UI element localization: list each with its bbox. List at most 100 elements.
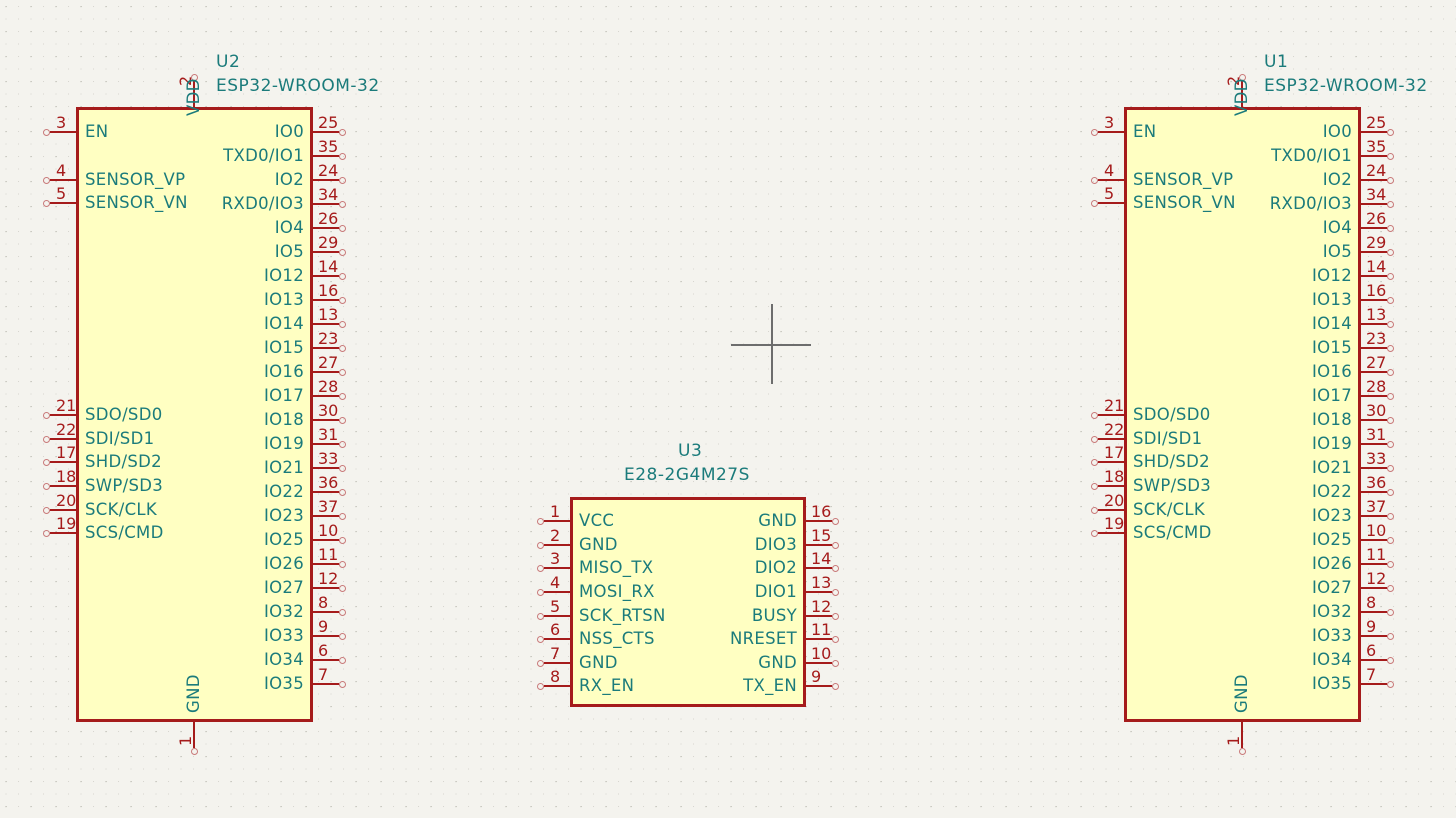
pin-endpoint[interactable]: [339, 176, 346, 184]
pin-endpoint[interactable]: [43, 529, 50, 537]
pin-endpoint[interactable]: [1387, 584, 1394, 592]
pin-endpoint[interactable]: [43, 506, 50, 514]
pin-endpoint[interactable]: [1387, 512, 1394, 520]
pin-endpoint[interactable]: [1387, 200, 1394, 208]
pin-endpoint[interactable]: [537, 659, 544, 667]
pin-endpoint[interactable]: [1091, 128, 1098, 136]
pin-endpoint[interactable]: [43, 482, 50, 490]
pin-endpoint[interactable]: [832, 588, 839, 596]
pin-endpoint[interactable]: [832, 612, 839, 620]
pin-endpoint[interactable]: [1091, 199, 1098, 207]
pin-endpoint[interactable]: [339, 464, 346, 472]
pin-endpoint[interactable]: [339, 536, 346, 544]
pin-endpoint[interactable]: [1387, 152, 1394, 160]
pin-endpoint[interactable]: [1387, 320, 1394, 328]
pin-wire: [1098, 438, 1124, 440]
pin-endpoint[interactable]: [832, 682, 839, 690]
pin-endpoint[interactable]: [1091, 529, 1098, 537]
pin-endpoint[interactable]: [1387, 632, 1394, 640]
pin-endpoint[interactable]: [339, 368, 346, 376]
pin-endpoint[interactable]: [339, 656, 346, 664]
pin-number: 12: [811, 597, 832, 616]
pin-endpoint[interactable]: [1387, 416, 1394, 424]
pin-endpoint[interactable]: [43, 176, 50, 184]
pin-endpoint[interactable]: [339, 560, 346, 568]
component-body-u2[interactable]: [76, 107, 313, 722]
pin-endpoint[interactable]: [43, 199, 50, 207]
pin-endpoint[interactable]: [339, 680, 346, 688]
pin-endpoint[interactable]: [1387, 176, 1394, 184]
pin-number: 21: [1104, 396, 1125, 415]
pin-endpoint[interactable]: [1387, 224, 1394, 232]
pin-endpoint[interactable]: [1387, 536, 1394, 544]
pin-label: IO26: [1311, 554, 1352, 573]
pin-endpoint[interactable]: [537, 541, 544, 549]
pin-endpoint[interactable]: [190, 74, 198, 81]
pin-endpoint[interactable]: [339, 512, 346, 520]
pin-wire: [1361, 539, 1387, 541]
pin-endpoint[interactable]: [43, 128, 50, 136]
pin-endpoint[interactable]: [43, 458, 50, 466]
pin-endpoint[interactable]: [339, 248, 346, 256]
pin-endpoint[interactable]: [1387, 440, 1394, 448]
pin-endpoint[interactable]: [832, 659, 839, 667]
component-body-u3[interactable]: [570, 497, 806, 707]
pin-endpoint[interactable]: [1387, 272, 1394, 280]
pin-number: 3: [550, 549, 561, 568]
component-body-u1[interactable]: [1124, 107, 1361, 722]
pin-endpoint[interactable]: [339, 152, 346, 160]
pin-endpoint[interactable]: [339, 272, 346, 280]
pin-endpoint[interactable]: [339, 320, 346, 328]
pin-endpoint[interactable]: [1387, 656, 1394, 664]
pin-endpoint[interactable]: [1238, 748, 1246, 755]
pin-endpoint[interactable]: [1387, 560, 1394, 568]
pin-endpoint[interactable]: [339, 224, 346, 232]
pin-endpoint[interactable]: [1238, 74, 1246, 81]
pin-endpoint[interactable]: [1387, 608, 1394, 616]
pin-endpoint[interactable]: [339, 416, 346, 424]
pin-endpoint[interactable]: [537, 564, 544, 572]
pin-endpoint[interactable]: [832, 564, 839, 572]
pin-endpoint[interactable]: [1091, 411, 1098, 419]
pin-endpoint[interactable]: [537, 612, 544, 620]
pin-endpoint[interactable]: [537, 517, 544, 525]
pin-endpoint[interactable]: [1091, 506, 1098, 514]
pin-endpoint[interactable]: [339, 392, 346, 400]
pin-endpoint[interactable]: [1091, 458, 1098, 466]
pin-endpoint[interactable]: [339, 200, 346, 208]
pin-endpoint[interactable]: [832, 635, 839, 643]
pin-endpoint[interactable]: [1091, 435, 1098, 443]
pin-endpoint[interactable]: [537, 682, 544, 690]
pin-endpoint[interactable]: [1091, 482, 1098, 490]
pin-endpoint[interactable]: [1387, 464, 1394, 472]
pin-endpoint[interactable]: [339, 344, 346, 352]
pin-endpoint[interactable]: [43, 435, 50, 443]
pin-number: 26: [318, 209, 339, 228]
pin-endpoint[interactable]: [1387, 488, 1394, 496]
pin-endpoint[interactable]: [339, 128, 346, 136]
pin-endpoint[interactable]: [1387, 392, 1394, 400]
pin-label: SHD/SD2: [1133, 452, 1210, 471]
pin-endpoint[interactable]: [537, 588, 544, 596]
pin-endpoint[interactable]: [832, 517, 839, 525]
pin-endpoint[interactable]: [339, 296, 346, 304]
pin-number: 27: [1366, 353, 1387, 372]
pin-endpoint[interactable]: [1387, 368, 1394, 376]
pin-wire: [1098, 202, 1124, 204]
pin-endpoint[interactable]: [339, 488, 346, 496]
pin-endpoint[interactable]: [339, 584, 346, 592]
pin-endpoint[interactable]: [339, 440, 346, 448]
pin-endpoint[interactable]: [1387, 248, 1394, 256]
pin-endpoint[interactable]: [1387, 296, 1394, 304]
pin-endpoint[interactable]: [1387, 128, 1394, 136]
pin-endpoint[interactable]: [1387, 344, 1394, 352]
pin-endpoint[interactable]: [537, 635, 544, 643]
pin-endpoint[interactable]: [1387, 680, 1394, 688]
pin-endpoint[interactable]: [190, 748, 198, 755]
pin-endpoint[interactable]: [832, 541, 839, 549]
pin-endpoint[interactable]: [339, 632, 346, 640]
pin-endpoint[interactable]: [339, 608, 346, 616]
pin-endpoint[interactable]: [43, 411, 50, 419]
pin-endpoint[interactable]: [1091, 176, 1098, 184]
